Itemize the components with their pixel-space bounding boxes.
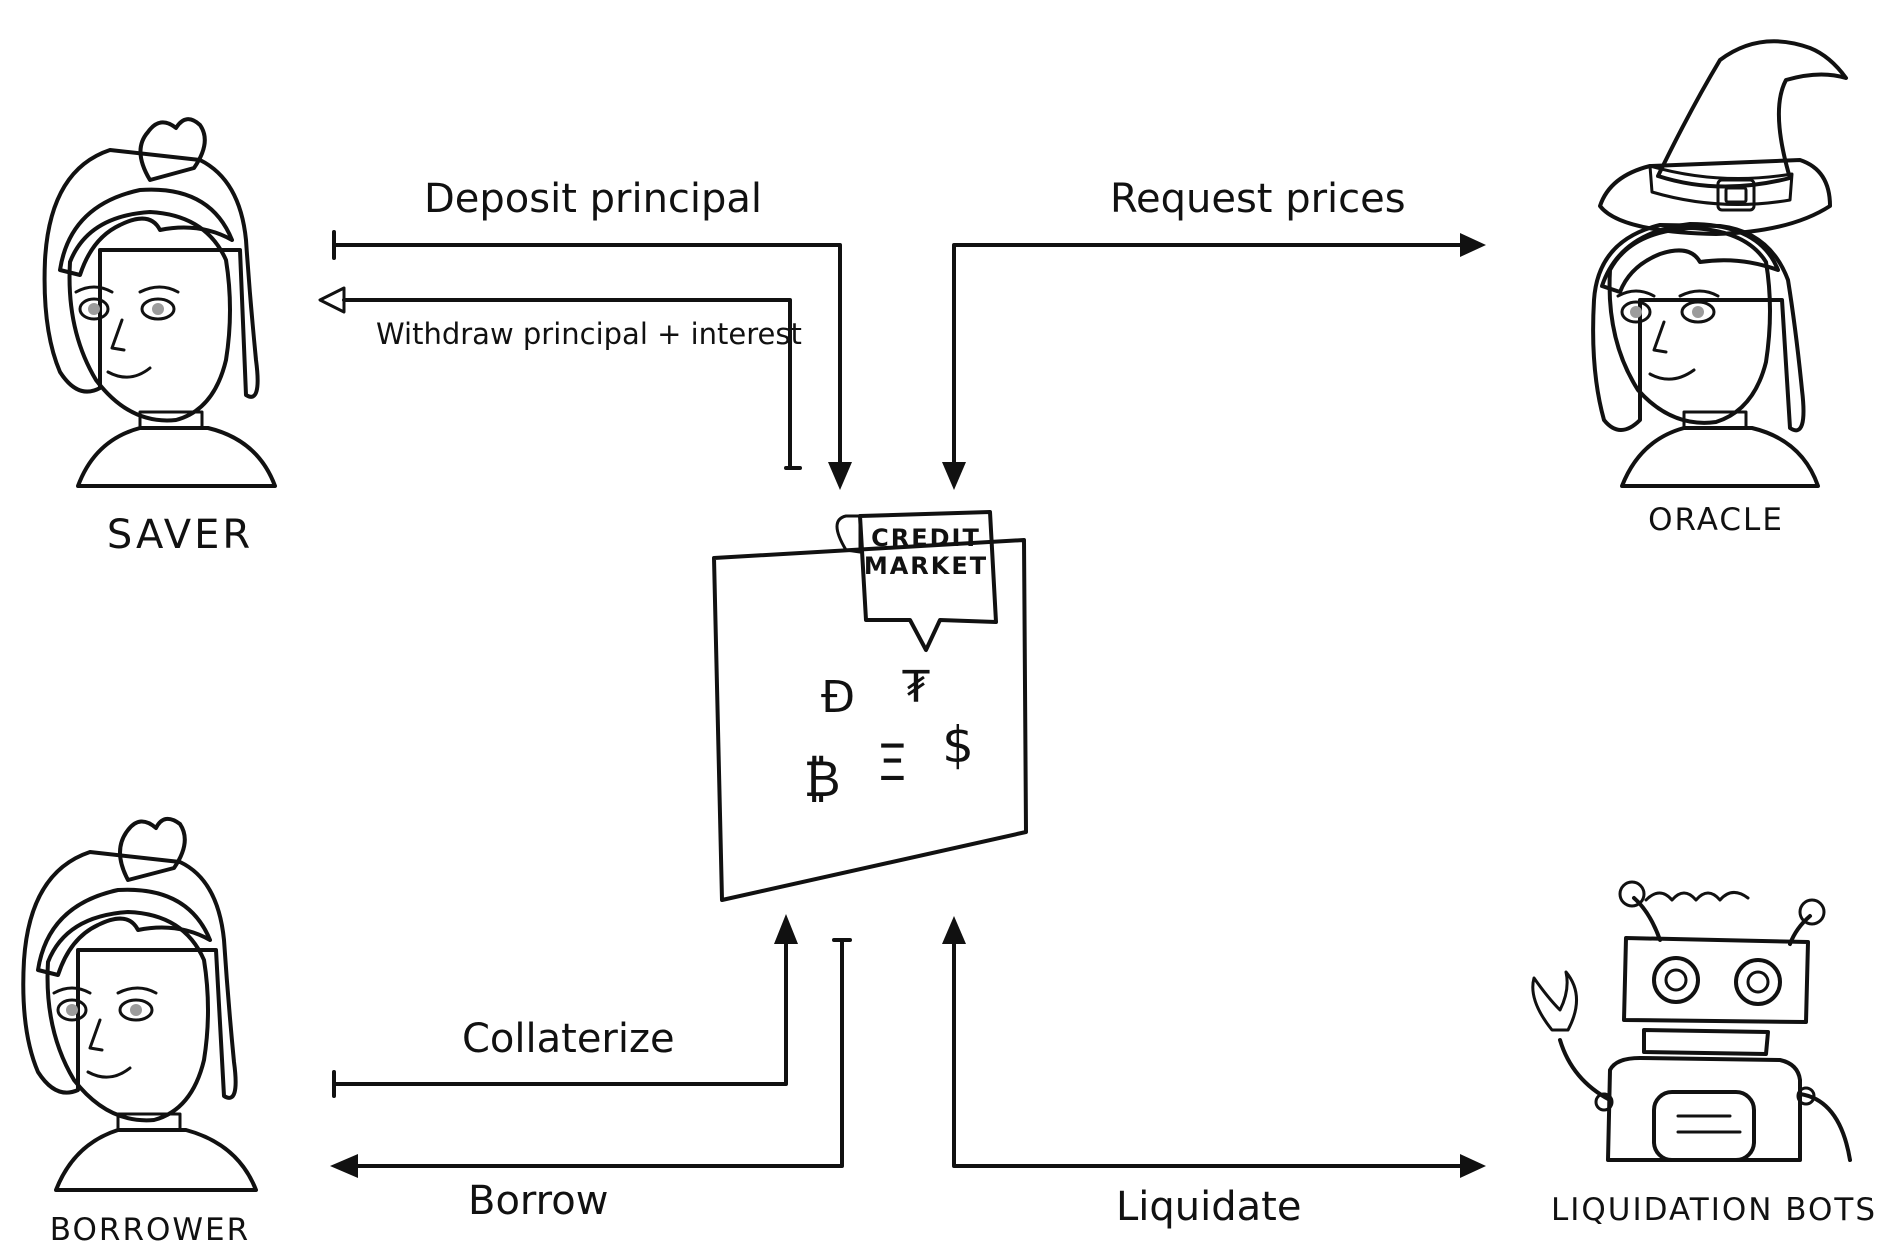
robot-icon — [1531, 880, 1852, 1162]
liquidate-label: Liquidate — [1116, 1184, 1301, 1230]
witch-hat-icon — [1598, 39, 1848, 236]
borrower-avatar — [21, 816, 258, 1192]
tag-line-2: MARKET — [864, 552, 988, 580]
credit-market-tag — [858, 510, 998, 652]
tag-line-1: CREDIT — [871, 524, 981, 552]
borrower-actor: BORROWER — [21, 816, 258, 1248]
saver-avatar — [42, 117, 277, 488]
borrower-label: BORROWER — [50, 1212, 250, 1248]
request-prices-arrow — [942, 233, 1486, 490]
saver-label: SAVER — [107, 512, 253, 558]
withdraw-label: Withdraw principal + interest — [376, 317, 802, 351]
deposit-label: Deposit principal — [424, 176, 762, 222]
oracle-actor: ORACLE — [1591, 39, 1848, 538]
borrow-arrow — [330, 938, 852, 1178]
bitcoin-icon: ₿ — [803, 750, 840, 808]
request-label: Request prices — [1110, 176, 1406, 222]
dogecoin-icon: Ð — [821, 672, 855, 723]
deposit-arrow — [332, 230, 852, 490]
collateralize-label: Collaterize — [462, 1016, 675, 1062]
collateralize-arrow — [332, 914, 798, 1098]
tether-icon: ₮ — [902, 662, 930, 713]
saver-actor: SAVER — [42, 117, 277, 558]
borrow-label: Borrow — [468, 1178, 608, 1224]
withdraw-arrow — [318, 286, 802, 470]
credit-market-box: CREDIT MARKET Ð ₮ ₿ Ξ $ — [712, 510, 1028, 902]
liquidate-arrow — [942, 916, 1486, 1178]
bots-actor: LIQUIDATION BOTS — [1531, 880, 1877, 1228]
oracle-avatar — [1591, 39, 1848, 488]
oracle-label: ORACLE — [1648, 502, 1784, 538]
ethereum-icon: Ξ — [876, 734, 908, 792]
bots-label: LIQUIDATION BOTS — [1551, 1192, 1877, 1228]
dollar-icon: $ — [942, 716, 974, 774]
